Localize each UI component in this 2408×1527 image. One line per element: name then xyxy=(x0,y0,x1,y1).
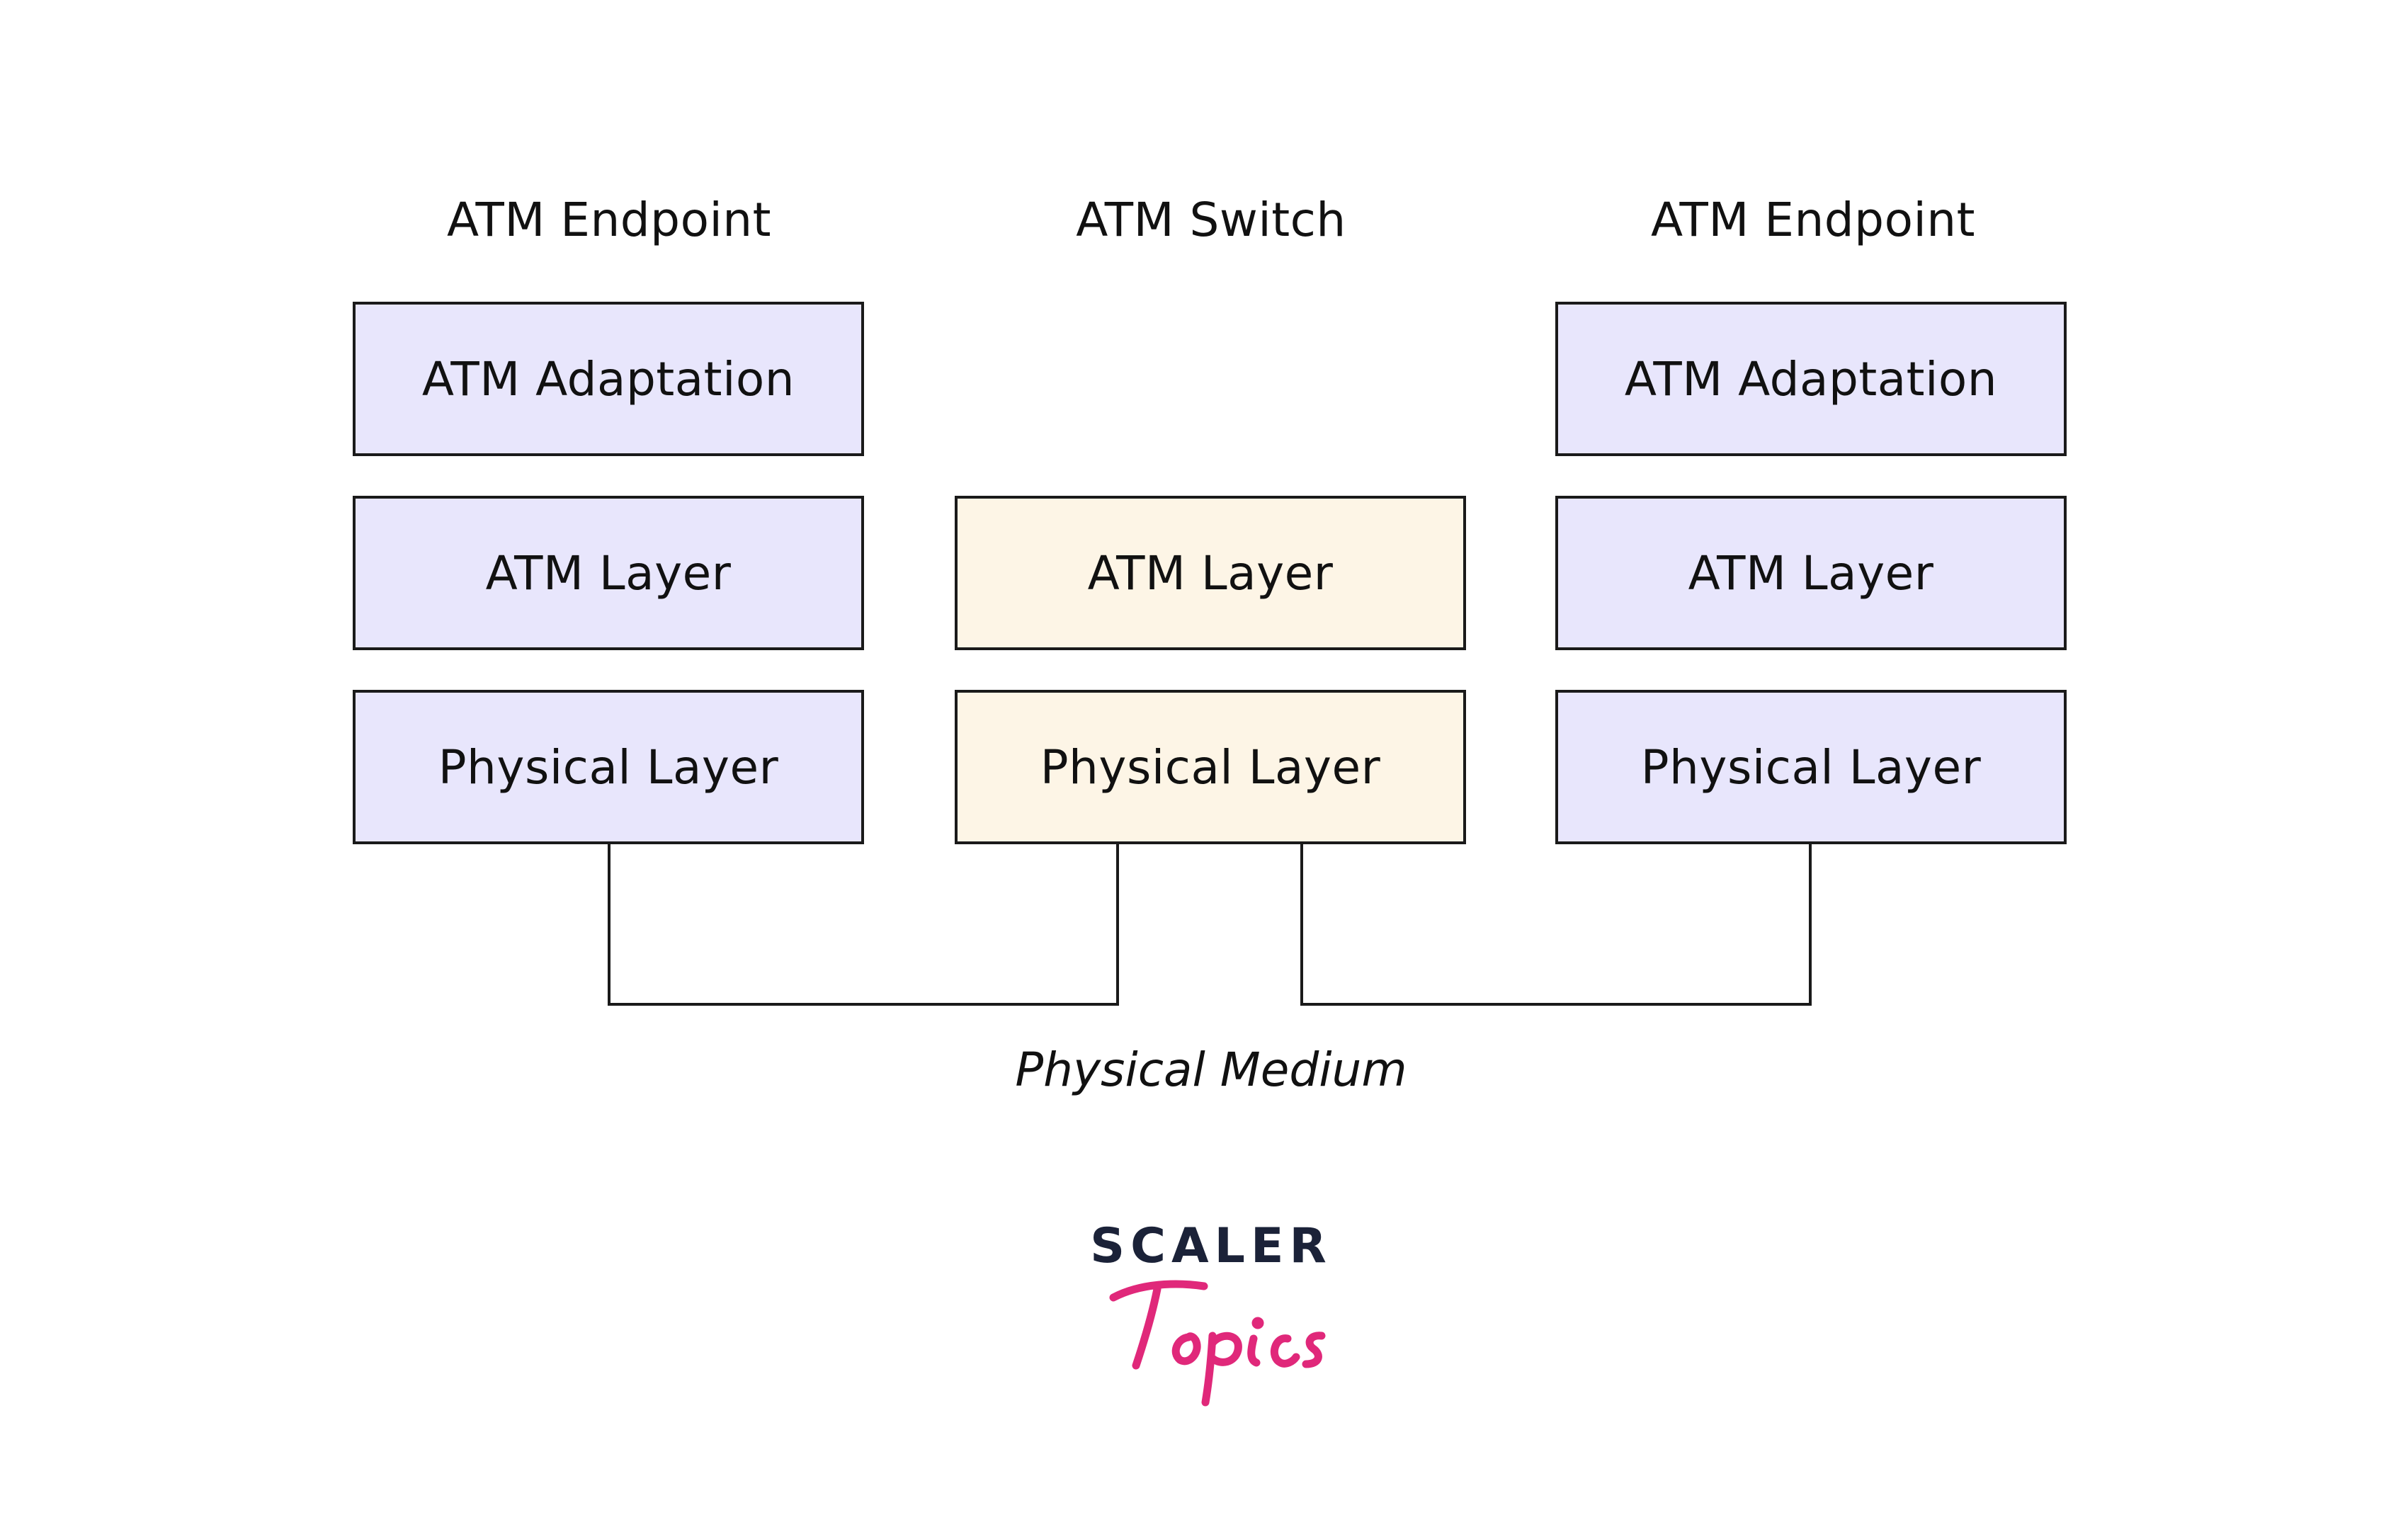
right-medium-link xyxy=(1300,844,1812,1006)
right-physical-layer-box: Physical Layer xyxy=(1555,690,2067,844)
scaler-topics-logo: SCALER xyxy=(1084,1218,1339,1409)
switch-atm-layer-box: ATM Layer xyxy=(955,496,1466,650)
left-physical-layer-box: Physical Layer xyxy=(353,690,864,844)
right-atm-layer-box: ATM Layer xyxy=(1555,496,2067,650)
left-atm-layer-box: ATM Layer xyxy=(353,496,864,650)
switch-physical-layer-box: Physical Layer xyxy=(955,690,1466,844)
logo-topics-script xyxy=(1109,1280,1326,1407)
column-title-left-endpoint: ATM Endpoint xyxy=(446,192,771,247)
logo-scaler-text: SCALER xyxy=(1090,1218,1332,1274)
physical-medium-label: Physical Medium xyxy=(1015,1042,1407,1097)
left-medium-link xyxy=(608,844,1119,1006)
right-atm-adaptation-box: ATM Adaptation xyxy=(1555,302,2067,456)
left-atm-adaptation-box: ATM Adaptation xyxy=(353,302,864,456)
column-title-switch: ATM Switch xyxy=(1076,192,1346,247)
column-title-right-endpoint: ATM Endpoint xyxy=(1650,192,1975,247)
